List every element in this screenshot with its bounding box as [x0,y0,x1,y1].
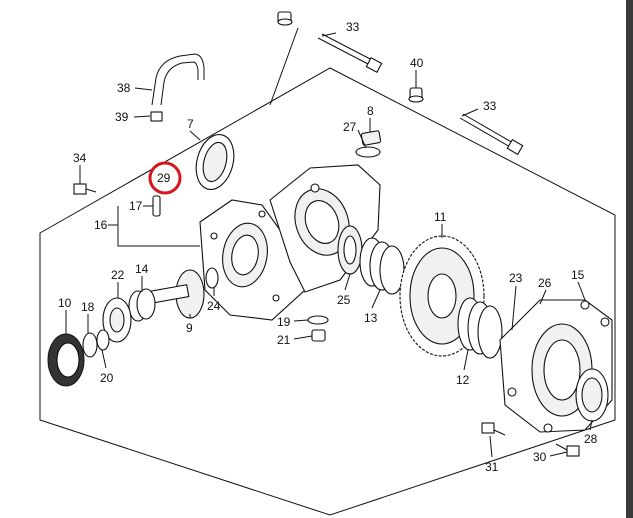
callout-38[interactable]: 38 [117,81,131,95]
callouts: 33 40 33 38 39 8 27 7 29 34 17 16 11 22 … [58,20,598,474]
callout-19[interactable]: 19 [277,315,291,329]
callout-33-right[interactable]: 33 [483,99,497,113]
callout-8[interactable]: 8 [367,104,374,118]
callout-14[interactable]: 14 [135,262,149,276]
callout-20[interactable]: 20 [100,371,114,385]
callout-27[interactable]: 27 [343,120,357,134]
callout-23[interactable]: 23 [509,271,523,285]
callout-15[interactable]: 15 [571,268,585,282]
oil-seal-28 [575,368,609,422]
bolt-33-right [459,113,524,156]
bearing-12 [457,297,503,359]
callout-11[interactable]: 11 [434,210,447,224]
callout-9[interactable]: 9 [186,321,193,335]
bolt-34 [73,183,97,195]
callout-22[interactable]: 22 [111,268,125,282]
oil-seal-7 [195,134,235,190]
callout-12[interactable]: 12 [456,373,470,387]
nut-top [277,11,293,26]
breather-hose [151,53,205,106]
callout-26[interactable]: 26 [538,276,552,290]
washer-18 [82,332,98,358]
pin-17 [152,195,161,217]
callout-33-top[interactable]: 33 [346,20,360,34]
bearing-25 [337,225,363,275]
callout-34[interactable]: 34 [73,151,87,165]
leader-lines [65,27,593,458]
highlight-circle [148,161,182,195]
callout-40[interactable]: 40 [410,56,424,70]
callout-24[interactable]: 24 [207,299,221,313]
ring-gear-11 [399,235,485,357]
callout-28[interactable]: 28 [584,432,598,446]
nut-21 [311,329,326,342]
callout-39[interactable]: 39 [115,110,129,124]
callout-13[interactable]: 13 [364,311,378,325]
shims-13 [359,237,405,295]
callout-31[interactable]: 31 [485,460,499,474]
washer-24 [205,267,219,289]
front-case [199,199,306,321]
callout-17[interactable]: 17 [129,199,143,213]
seal-22 [102,297,132,343]
callout-30[interactable]: 30 [533,450,547,464]
assembly-frame [39,67,616,516]
bolt-33-top [317,33,383,73]
bearing-14 [128,288,156,322]
washer-20 [96,329,110,351]
drive-pinion-9 [148,269,205,319]
washer-19 [307,315,329,325]
bolt-31 [481,422,506,436]
bolt-30 [555,443,580,457]
rear-case [269,164,381,293]
flange-10 [47,333,85,387]
gasket-27 [355,146,381,158]
callout-10[interactable]: 10 [58,296,72,310]
callout-18[interactable]: 18 [81,300,95,314]
window-edge [626,0,633,518]
callout-25[interactable]: 25 [337,293,351,307]
callout-21[interactable]: 21 [277,333,291,347]
callout-16[interactable]: 16 [94,218,108,232]
callout-29[interactable]: 29 [157,171,171,185]
callout-7[interactable]: 7 [187,117,194,131]
clip-39 [150,111,163,122]
nut-40 [408,87,424,103]
